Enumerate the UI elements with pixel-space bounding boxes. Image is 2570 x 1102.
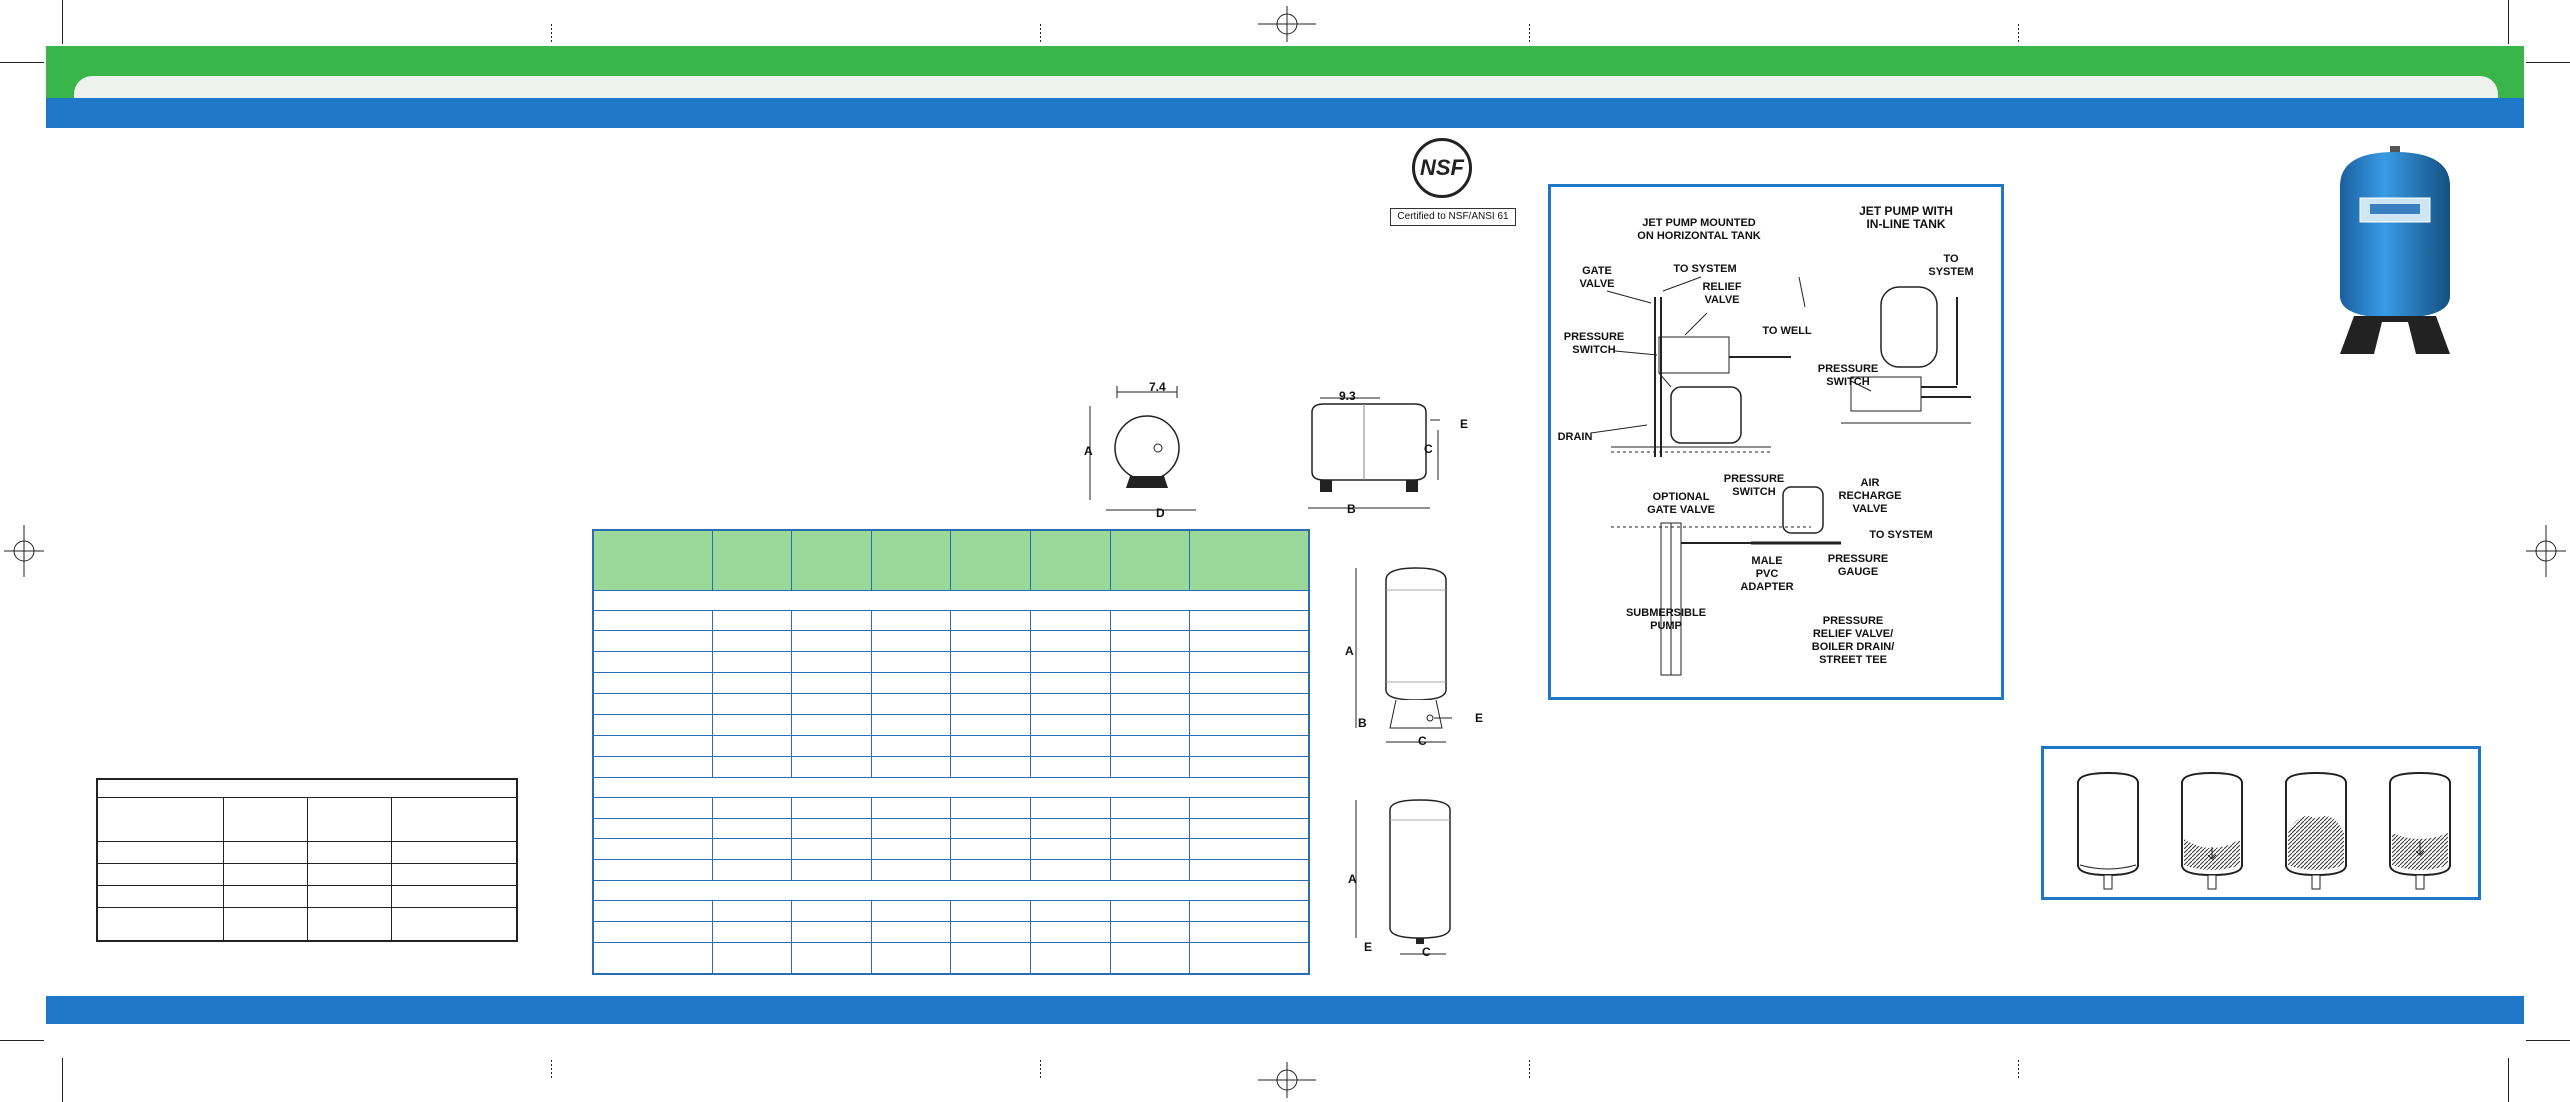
nsf-certification-caption: Certified to NSF/ANSI 61 (1390, 208, 1516, 226)
label-jet-pump-inline: JET PUMP WITH IN-LINE TANK (1859, 204, 1953, 231)
table-row (592, 796, 1310, 819)
table-header-cell (950, 529, 1032, 591)
registration-target-icon (1258, 1062, 1316, 1098)
dim-letter-e: E (1460, 417, 1469, 431)
label-pressure-switch: PRESSURE SWITCH (1723, 473, 1785, 498)
fold-mark (551, 24, 552, 42)
table-section-row (592, 776, 1310, 798)
dim-letter-a: A (1345, 644, 1354, 658)
table-header-cell (711, 529, 793, 591)
table-row (96, 840, 518, 864)
table-row (592, 817, 1310, 840)
installation-diagram (1590, 276, 1971, 676)
table-header-cell (1109, 529, 1191, 591)
table-row (592, 630, 1310, 653)
table-header-cell (791, 529, 872, 591)
vertical-tank-diagram (1355, 799, 1451, 955)
table-row (592, 900, 1310, 923)
header-blue-band (46, 98, 2524, 128)
dim-letter-d: D (1156, 506, 1165, 520)
table-row (592, 734, 1310, 757)
label-pressure-gauge: PRESSURE GAUGE (1827, 553, 1889, 578)
registration-target-icon (2526, 525, 2566, 577)
dim-letter-e: E (1475, 711, 1484, 725)
table-title-row (96, 778, 518, 798)
header-inner-band (74, 76, 2498, 98)
horizontal-tank-side-view-diagram (1308, 397, 1440, 509)
diaphragm-cycle-diagram (2077, 771, 2451, 890)
dim-label-width: 7.4 (1149, 380, 1166, 394)
dim-letter-a: A (1348, 872, 1357, 886)
crop-mark (2508, 0, 2509, 44)
label-relief-boiler-drain: PRESSURE RELIEF VALVE/ BOILER DRAIN/ STR… (1811, 615, 1895, 666)
table-section-row (592, 880, 1310, 902)
crop-mark (0, 1040, 44, 1041)
table-row (592, 672, 1310, 695)
label-to-system: TO SYSTEM (1928, 253, 1974, 278)
table-row (96, 907, 518, 942)
table-row (592, 609, 1310, 632)
label-submersible-pump: SUBMERSIBLE PUMP (1625, 607, 1707, 632)
table-header-cell (1189, 529, 1310, 591)
fold-mark (2018, 1060, 2019, 1078)
dim-letter-b: B (1358, 716, 1367, 730)
table-row (96, 884, 518, 909)
label-male-pvc-adapter: MALE PVC ADAPTER (1740, 555, 1794, 593)
label-to-well: TO WELL (1762, 325, 1812, 337)
fold-mark (1529, 24, 1530, 42)
label-to-system: TO SYSTEM (1673, 263, 1737, 275)
installation-diagram-box: JET PUMP MOUNTED ON HORIZONTAL TANK JET … (1548, 184, 2004, 700)
registration-target-icon (4, 525, 44, 577)
dim-letter-e: E (1364, 940, 1373, 954)
label-pressure-switch: PRESSURE SWITCH (1563, 331, 1625, 356)
table-row (96, 862, 518, 886)
vertical-tank-stand-diagram (1355, 567, 1452, 743)
specification-table (592, 529, 1310, 975)
crop-mark (62, 0, 63, 44)
table-row (592, 838, 1310, 861)
crop-mark (2508, 1058, 2509, 1102)
crop-mark (2526, 1040, 2570, 1041)
table-header-cell (1030, 529, 1111, 591)
table-row (592, 693, 1310, 715)
label-pressure-switch: PRESSURE SWITCH (1817, 363, 1879, 388)
fold-mark (2018, 24, 2019, 42)
label-drain: DRAIN (1557, 431, 1593, 443)
table-header-cell (592, 529, 713, 591)
table-row (592, 755, 1310, 778)
table-header-cell (870, 529, 952, 591)
table-row (592, 921, 1310, 943)
dim-letter-a: A (1084, 444, 1093, 458)
fold-mark (1040, 1060, 1041, 1078)
crop-mark (2526, 62, 2570, 63)
label-gate-valve: GATE VALVE (1579, 265, 1615, 290)
dim-letter-b: B (1347, 502, 1356, 516)
label-jet-pump-horizontal: JET PUMP MOUNTED ON HORIZONTAL TANK (1637, 217, 1761, 242)
table-section-row (592, 589, 1310, 611)
crop-mark (0, 62, 44, 63)
fold-mark (551, 1060, 552, 1078)
dim-label-length: 9.3 (1339, 389, 1356, 403)
table-row (592, 651, 1310, 674)
fold-mark (1529, 1060, 1530, 1078)
registration-target-icon (1258, 6, 1316, 42)
diaphragm-cycle-box (2041, 746, 2481, 900)
label-to-system: TO SYSTEM (1869, 529, 1933, 541)
small-spec-table (96, 778, 518, 942)
dim-letter-c: C (1424, 442, 1433, 456)
blue-pressure-tank-product-image (2340, 146, 2450, 354)
table-row (592, 941, 1310, 975)
footer-blue-band (46, 996, 2524, 1024)
nsf-logo: NSF (1412, 138, 1472, 198)
label-air-recharge-valve: AIR RECHARGE VALVE (1838, 477, 1902, 515)
horizontal-tank-end-view-diagram (1089, 386, 1196, 511)
crop-mark (62, 1058, 63, 1102)
fold-mark (1040, 24, 1041, 42)
dim-letter-c: C (1422, 945, 1431, 959)
label-optional-gate-valve: OPTIONAL GATE VALVE (1647, 491, 1715, 516)
label-relief-valve: RELIEF VALVE (1702, 281, 1742, 306)
table-row (592, 713, 1310, 736)
table-row (592, 859, 1310, 882)
dim-letter-c: C (1418, 734, 1427, 748)
